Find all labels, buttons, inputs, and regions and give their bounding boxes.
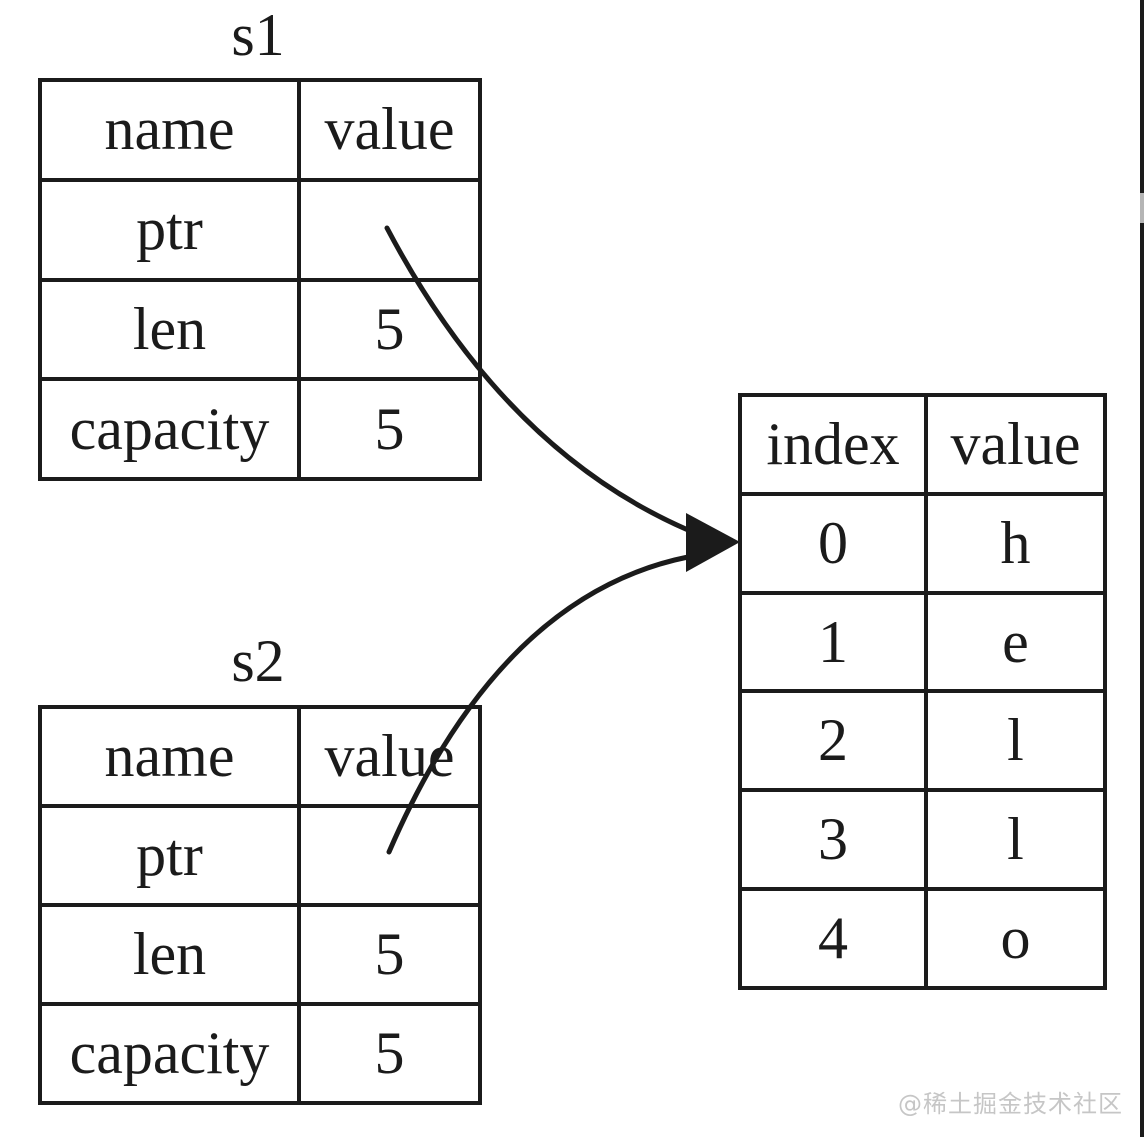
s1-title: s1	[231, 2, 285, 68]
s1-len-name-cell: len	[38, 277, 301, 382]
s2-len-name-cell: len	[38, 903, 301, 1006]
right-edge-line-gray-segment	[1140, 193, 1144, 223]
s1-capacity-name-cell: capacity	[38, 377, 301, 481]
heap-header-value: value	[924, 393, 1107, 496]
s2-title: s2	[231, 628, 285, 694]
s2-row-ptr: ptr	[38, 804, 482, 907]
s1-header-name: name	[38, 78, 301, 182]
s2-row-capacity: capacity 5	[38, 1002, 482, 1105]
heap-value-2: l	[924, 689, 1107, 793]
s1-row-ptr: ptr	[38, 177, 482, 282]
heap-row-2: 2 l	[738, 689, 1107, 793]
s1-capacity-value-cell: 5	[297, 377, 482, 481]
heap-value-0: h	[924, 491, 1107, 595]
s2-header-row: name value	[38, 705, 482, 808]
s1-table: name value ptr len 5 capacity 5	[38, 78, 482, 481]
heap-index-2: 2	[738, 689, 928, 793]
s2-capacity-name-cell: capacity	[38, 1002, 301, 1105]
s2-ptr-value-cell	[297, 804, 482, 907]
heap-value-4: o	[924, 887, 1107, 990]
heap-table: index value 0 h 1 e 2 l 3 l 4 o	[738, 393, 1107, 990]
s2-row-len: len 5	[38, 903, 482, 1006]
heap-row-1: 1 e	[738, 590, 1107, 694]
s1-header-value: value	[297, 78, 482, 182]
heap-header-index: index	[738, 393, 928, 496]
s1-header-row: name value	[38, 78, 482, 182]
s2-ptr-name-cell: ptr	[38, 804, 301, 907]
right-edge-line	[1140, 0, 1144, 1137]
s1-ptr-name-cell: ptr	[38, 177, 301, 282]
heap-row-0: 0 h	[738, 491, 1107, 595]
s2-table: name value ptr len 5 capacity 5	[38, 705, 482, 1105]
s2-header-value: value	[297, 705, 482, 808]
s1-row-capacity: capacity 5	[38, 377, 482, 481]
s1-len-value-cell: 5	[297, 277, 482, 382]
watermark: @稀土掘金技术社区	[898, 1090, 1123, 1118]
heap-index-0: 0	[738, 491, 928, 595]
heap-row-4: 4 o	[738, 887, 1107, 990]
heap-header-row: index value	[738, 393, 1107, 496]
heap-index-3: 3	[738, 788, 928, 892]
heap-value-3: l	[924, 788, 1107, 892]
s2-len-value-cell: 5	[297, 903, 482, 1006]
s1-ptr-value-cell	[297, 177, 482, 282]
s1-row-len: len 5	[38, 277, 482, 382]
arrowhead-icon	[686, 513, 740, 572]
heap-row-3: 3 l	[738, 788, 1107, 892]
s2-capacity-value-cell: 5	[297, 1002, 482, 1105]
heap-index-1: 1	[738, 590, 928, 694]
heap-index-4: 4	[738, 887, 928, 990]
s2-header-name: name	[38, 705, 301, 808]
heap-value-1: e	[924, 590, 1107, 694]
